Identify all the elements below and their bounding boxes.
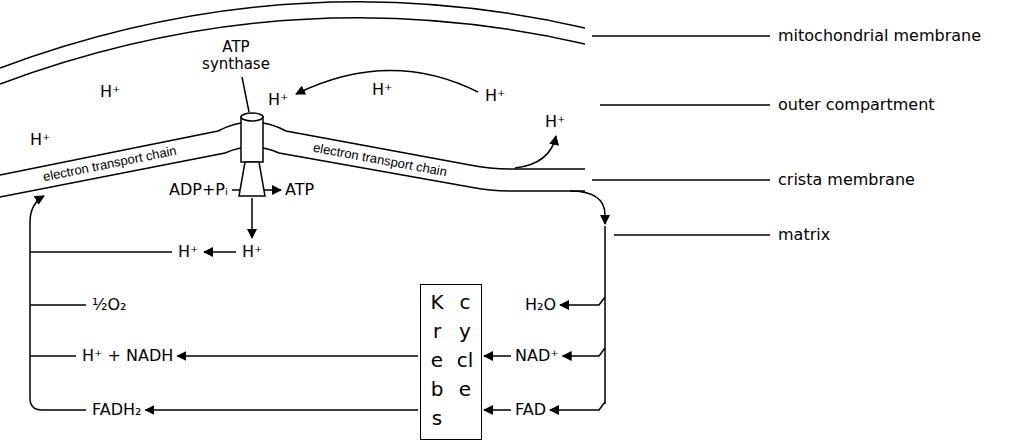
cycle-box: Krebs cycle bbox=[420, 284, 482, 440]
product-arrow bbox=[177, 355, 418, 357]
molecule-label: ½O₂ bbox=[92, 296, 127, 314]
output-arrow bbox=[264, 189, 281, 191]
proton-arrow bbox=[515, 136, 556, 168]
supply-line bbox=[30, 251, 172, 253]
chain-label: electron transport chain bbox=[312, 140, 448, 179]
synthase-body bbox=[241, 117, 263, 162]
box-text: Krebs bbox=[427, 288, 447, 436]
molecule-label: FAD bbox=[515, 401, 546, 419]
outer-membrane-line bbox=[0, 2, 585, 68]
proton-label: H⁺ bbox=[268, 91, 288, 109]
outer-membrane-line bbox=[0, 18, 585, 84]
part-label: crista membrane bbox=[778, 171, 915, 189]
proton-label: H⁺ bbox=[178, 243, 198, 261]
input-line bbox=[232, 189, 240, 191]
leader-line bbox=[614, 234, 770, 236]
part-label: matrix bbox=[778, 226, 830, 244]
leader-line bbox=[592, 179, 770, 181]
part-label: ATP synthase bbox=[196, 39, 276, 74]
proton-label: H⁺ bbox=[485, 87, 505, 105]
proton-label: H⁺ bbox=[372, 81, 392, 99]
return-line bbox=[604, 226, 606, 404]
part-label: outer compartment bbox=[778, 96, 935, 114]
molecule-label: ADP+Pᵢ bbox=[169, 181, 228, 199]
molecule-label: H₂O bbox=[525, 296, 556, 314]
part-label: mitochondrial membrane bbox=[778, 27, 981, 45]
chain-label: electron transport chain bbox=[42, 143, 178, 184]
leader-line bbox=[242, 77, 249, 112]
proton-arrow bbox=[251, 198, 253, 238]
return-arrow bbox=[570, 191, 605, 224]
supply-line bbox=[30, 398, 86, 410]
product-arrow bbox=[145, 409, 418, 411]
box-text: cycle bbox=[455, 288, 475, 436]
return-arrow bbox=[563, 348, 605, 356]
synthase-stalk bbox=[239, 162, 265, 196]
molecule-label: FADH₂ bbox=[92, 401, 141, 419]
molecule-label: NAD⁺ bbox=[515, 347, 559, 365]
supply-line bbox=[30, 304, 86, 306]
molecule-label: ATP bbox=[285, 181, 314, 199]
proton-label: H⁺ bbox=[100, 83, 120, 101]
leader-line bbox=[600, 104, 770, 106]
input-arrow bbox=[484, 409, 511, 411]
proton-label: H⁺ bbox=[30, 131, 50, 149]
proton-label: H⁺ bbox=[242, 243, 262, 261]
return-arrow bbox=[560, 297, 605, 305]
leader-line bbox=[592, 35, 770, 37]
input-arrow bbox=[484, 355, 511, 357]
supply-arrow bbox=[30, 196, 44, 398]
proton-label: H⁺ bbox=[545, 113, 565, 131]
proton-arrow bbox=[204, 251, 236, 253]
molecule-label: H⁺ + NADH bbox=[82, 347, 173, 365]
supply-line bbox=[30, 355, 76, 357]
return-arrow bbox=[550, 402, 605, 410]
synthase-top bbox=[241, 113, 263, 121]
